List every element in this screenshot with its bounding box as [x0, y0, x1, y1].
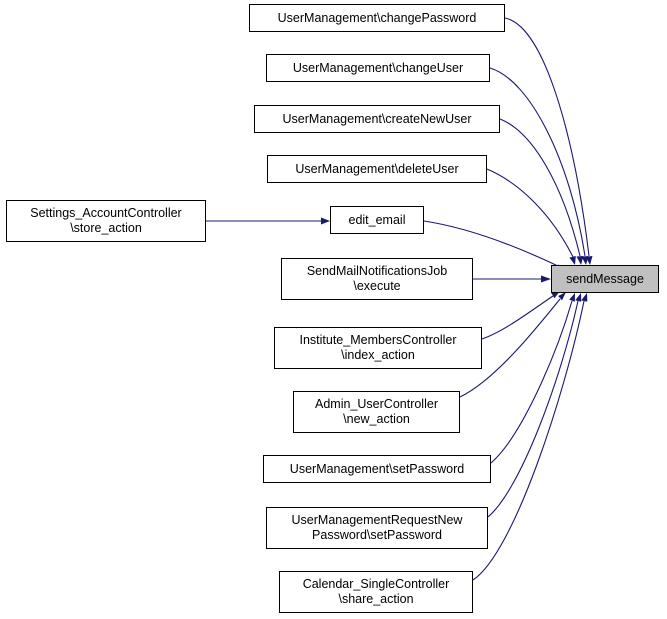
node-label: UserManagement\deleteUser [295, 161, 459, 176]
node-label: UserManagementRequestNew Password\setPas… [291, 513, 463, 542]
node-usermanagementrequestnewpassword-setpassword[interactable]: UserManagementRequestNew Password\setPas… [266, 507, 488, 549]
edge-createnewuser [499, 118, 581, 257]
node-settings-account-controller-store-action[interactable]: Settings_AccountController \store_action [6, 200, 206, 242]
node-sendmailnotificationsjob-execute[interactable]: SendMailNotificationsJob \execute [281, 258, 473, 300]
edge-calendarshare [472, 300, 585, 581]
arrowhead-setpassword [569, 293, 575, 302]
node-label: Calendar_SingleController \share_action [302, 577, 450, 606]
arrowhead-adminusernew [558, 292, 566, 301]
node-institute-memberscontroller-index-action[interactable]: Institute_MembersController \index_actio… [274, 327, 482, 369]
node-usermanagement-deleteuser[interactable]: UserManagement\deleteUser [267, 155, 487, 183]
edge-requestnewpassword [487, 300, 579, 518]
node-usermanagement-setpassword[interactable]: UserManagement\setPassword [263, 455, 491, 483]
edge-deleteuser [486, 168, 574, 258]
edge-adminusernew [459, 298, 561, 398]
arrowhead-deleteuser [569, 256, 576, 265]
node-label: UserManagement\createNewUser [282, 111, 472, 126]
node-edit-email[interactable]: edit_email [330, 206, 424, 234]
edge-institutemembers [481, 295, 554, 340]
arrowhead-sendmailjob [541, 275, 551, 283]
node-label: Institute_MembersController \index_actio… [299, 333, 457, 362]
node-calendar-singlecontroller-share-action[interactable]: Calendar_SingleController \share_action [279, 571, 473, 613]
node-usermanagement-changeuser[interactable]: UserManagement\changeUser [266, 54, 490, 82]
edge-editemail [423, 220, 559, 267]
node-label: edit_email [348, 212, 406, 227]
edge-changeuser [489, 67, 586, 257]
node-label: Settings_AccountController \store_action [30, 206, 182, 235]
node-label: UserManagement\setPassword [289, 461, 465, 476]
arrowhead-changeuser [581, 256, 589, 265]
node-sendmessage[interactable]: sendMessage [551, 265, 659, 293]
arrowhead-edit-email [321, 217, 330, 225]
node-label: SendMailNotificationsJob \execute [306, 264, 448, 293]
arrowhead-calendarshare [581, 293, 588, 302]
node-label: Admin_UserController \new_action [315, 397, 438, 426]
node-usermanagement-changepassword[interactable]: UserManagement\changePassword [249, 4, 505, 32]
node-label: UserManagement\changePassword [277, 10, 477, 25]
edge-setpassword [490, 300, 573, 464]
arrowhead-createnewuser [576, 256, 584, 265]
node-label: sendMessage [566, 271, 644, 286]
node-admin-usercontroller-new-action[interactable]: Admin_UserController \new_action [293, 391, 460, 433]
node-usermanagement-createnewuser[interactable]: UserManagement\createNewUser [254, 105, 500, 133]
node-label: UserManagement\changeUser [292, 60, 464, 75]
arrowhead-requestnewpassword [575, 293, 582, 302]
edge-changepassword [504, 17, 590, 257]
